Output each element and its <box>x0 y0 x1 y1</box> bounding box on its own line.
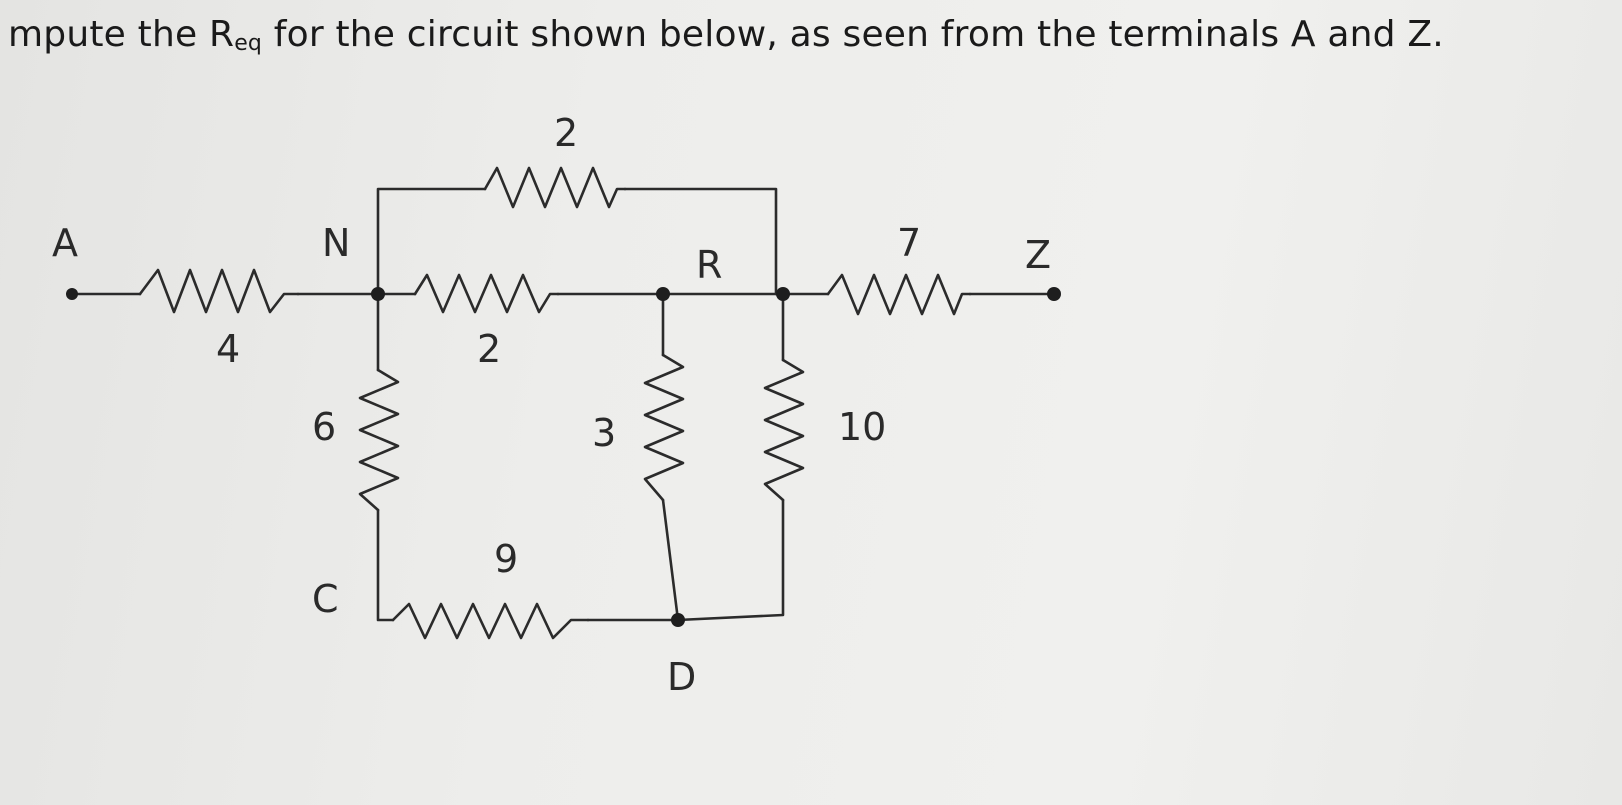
wire-10-to-D <box>676 498 785 622</box>
resistor-4 <box>138 268 300 314</box>
value-2-mid: 2 <box>477 327 501 371</box>
resistor-3 <box>643 353 685 502</box>
resistor-2-mid <box>413 273 560 314</box>
node-D-dot <box>671 613 685 627</box>
question-prefix: mpute the R <box>8 14 235 55</box>
node-junction-dot <box>656 287 670 301</box>
node-N-dot <box>371 287 385 301</box>
value-6: 6 <box>312 405 336 449</box>
question-suffix: for the circuit shown below, as seen fro… <box>262 14 1444 55</box>
resistor-9 <box>391 602 590 640</box>
label-R: R <box>696 243 722 287</box>
question-text: mpute the Req for the circuit shown belo… <box>8 14 1444 56</box>
value-2-top: 2 <box>554 111 578 155</box>
value-3: 3 <box>592 411 616 455</box>
label-A: A <box>52 221 78 265</box>
wire-3-to-D <box>661 498 680 622</box>
wire-6-to-C <box>376 508 395 622</box>
label-N: N <box>322 221 350 265</box>
value-10: 10 <box>838 405 886 449</box>
wire-top-to-R <box>623 187 778 296</box>
wire-N-top-loop <box>376 187 487 296</box>
value-4: 4 <box>216 327 240 371</box>
terminal-A-dot <box>66 288 78 300</box>
label-D: D <box>667 655 696 699</box>
label-C: C <box>312 577 339 621</box>
resistor-7 <box>826 273 972 316</box>
resistor-2-top <box>483 166 627 209</box>
terminal-Z-dot <box>1047 287 1061 301</box>
value-9: 9 <box>494 537 518 581</box>
value-7: 7 <box>897 221 921 265</box>
resistor-6 <box>358 368 400 512</box>
node-R-dot <box>776 287 790 301</box>
resistor-10 <box>763 358 805 502</box>
question-subscript: eq <box>234 31 263 56</box>
label-Z: Z <box>1025 233 1051 277</box>
